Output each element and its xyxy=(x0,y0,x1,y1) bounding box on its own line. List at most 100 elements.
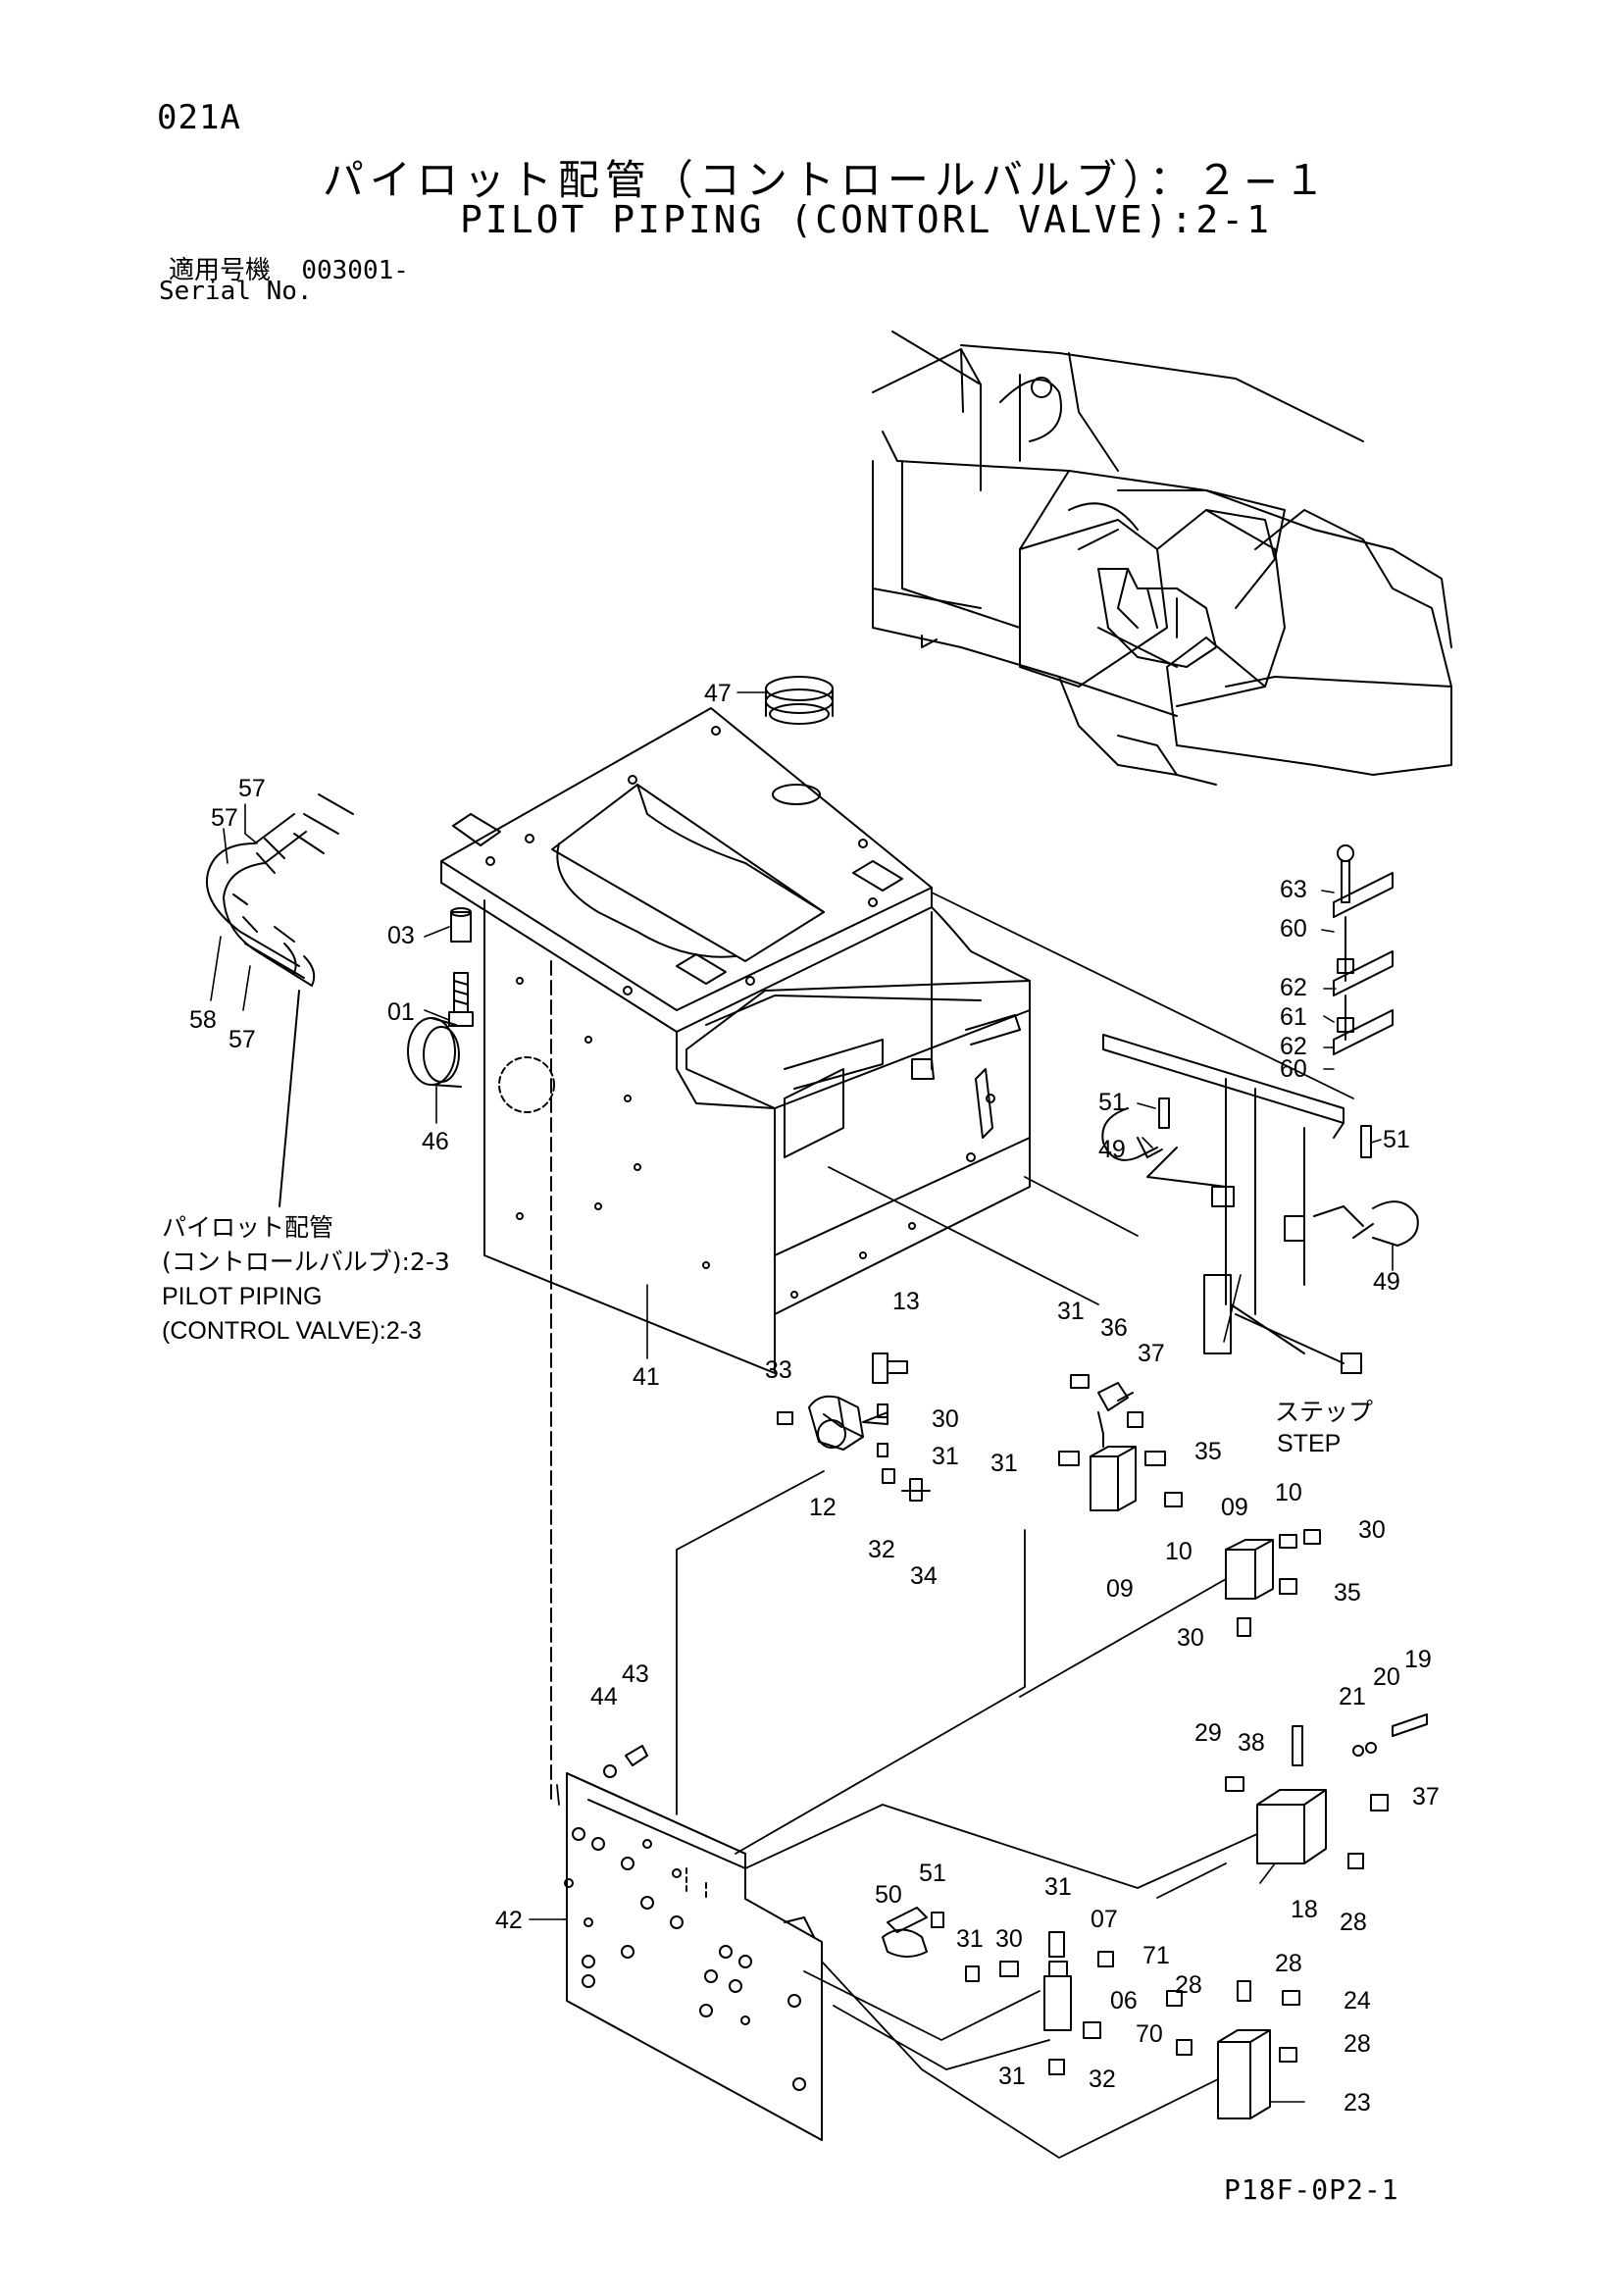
callout-71: 71 xyxy=(1142,1942,1170,1969)
valve-18-group xyxy=(1225,1713,1428,1869)
callout-32a: 32 xyxy=(868,1536,895,1563)
reference-note: パイロット配管 (コントロールバルブ):2-3 PILOT PIPING (CO… xyxy=(162,1213,450,1345)
callout-20: 20 xyxy=(1373,1663,1400,1691)
reference-note-line2: (コントロールバルブ):2-3 xyxy=(162,1248,450,1276)
callout-57c: 57 xyxy=(228,1026,256,1053)
callout-41: 41 xyxy=(633,1363,660,1391)
spacer-03 xyxy=(450,907,472,943)
callout-49b: 49 xyxy=(1373,1268,1400,1296)
page-title-jp: パイロット配管（コントロールバルブ）：２−１ xyxy=(322,156,1332,204)
callout-31b: 31 xyxy=(1057,1298,1085,1325)
box-assembly xyxy=(440,707,1031,1806)
valve-09-group xyxy=(1058,1374,1183,1511)
callout-31f: 31 xyxy=(998,2063,1026,2090)
callout-37a: 37 xyxy=(1138,1340,1165,1367)
page-title-en: PILOT PIPING (CONTORL VALVE):2-1 xyxy=(459,198,1273,241)
callout-19: 19 xyxy=(1404,1646,1432,1673)
callout-32b: 32 xyxy=(1089,2066,1116,2093)
block-23-group xyxy=(1217,1980,1300,2119)
bracket-set xyxy=(1101,844,1419,1354)
valve-12-group xyxy=(777,1352,931,1502)
hose-assembly xyxy=(206,793,354,987)
serial-number: 003001- xyxy=(301,256,409,285)
callout-46: 46 xyxy=(422,1128,449,1155)
callout-36: 36 xyxy=(1100,1314,1128,1342)
callout-09b: 09 xyxy=(1221,1494,1248,1521)
callout-35b: 35 xyxy=(1334,1579,1361,1607)
callout-10b: 10 xyxy=(1275,1479,1302,1506)
callout-10a: 10 xyxy=(1165,1538,1193,1565)
bolt-43 xyxy=(603,1745,648,1778)
callout-18: 18 xyxy=(1291,1896,1318,1923)
serial-label-en: Serial No. xyxy=(159,277,313,306)
callout-28c: 28 xyxy=(1275,1950,1302,1977)
callout-12: 12 xyxy=(809,1494,837,1521)
callout-60b: 60 xyxy=(1280,1055,1307,1083)
callout-23: 23 xyxy=(1344,2089,1371,2117)
callout-28d: 28 xyxy=(1344,2030,1371,2058)
reference-note-line3: PILOT PIPING xyxy=(162,1283,322,1310)
machine-context-view xyxy=(872,331,1452,786)
valve-06-group xyxy=(965,1931,1193,2075)
cap-47 xyxy=(765,676,834,725)
callout-31a: 31 xyxy=(932,1443,959,1470)
callout-37b: 37 xyxy=(1412,1783,1440,1811)
grommet-46 xyxy=(407,1017,462,1088)
bolt-01 xyxy=(448,972,474,1027)
callout-62b: 62 xyxy=(1280,1033,1307,1060)
callout-leaders xyxy=(210,691,1394,2103)
callout-step-en: STEP xyxy=(1277,1430,1341,1457)
callout-61: 61 xyxy=(1280,1003,1307,1031)
reference-note-line4: (CONTROL VALVE):2-3 xyxy=(162,1317,422,1345)
callout-31c: 31 xyxy=(990,1450,1018,1477)
callout-30a: 30 xyxy=(932,1405,959,1433)
drawing-number: P18F-0P2-1 xyxy=(1224,2173,1399,2206)
callout-31d: 31 xyxy=(1044,1873,1072,1901)
callout-28a: 28 xyxy=(1340,1909,1367,1936)
callout-step-jp: ステップ xyxy=(1275,1398,1373,1426)
callout-51b: 51 xyxy=(1383,1126,1410,1153)
callout-38: 38 xyxy=(1238,1729,1265,1757)
callout-50: 50 xyxy=(875,1881,902,1909)
reference-note-line1: パイロット配管 xyxy=(162,1213,333,1242)
callout-30c: 30 xyxy=(1177,1624,1204,1652)
callout-51a: 51 xyxy=(1098,1089,1126,1116)
callout-43: 43 xyxy=(622,1660,649,1688)
callout-34: 34 xyxy=(910,1562,938,1590)
callout-63: 63 xyxy=(1280,876,1307,903)
callout-57b: 57 xyxy=(211,804,238,832)
callout-21: 21 xyxy=(1339,1683,1366,1710)
callout-13: 13 xyxy=(892,1288,920,1315)
reference-leader xyxy=(279,990,300,1207)
page-code: 021A xyxy=(157,98,241,137)
callout-29: 29 xyxy=(1194,1719,1222,1747)
callout-70: 70 xyxy=(1136,2020,1163,2048)
serial-label-jp: 適用号機 xyxy=(169,256,272,285)
callout-03: 03 xyxy=(387,922,415,949)
callout-30b: 30 xyxy=(1358,1516,1386,1544)
callout-06: 06 xyxy=(1110,1987,1138,2015)
callout-62a: 62 xyxy=(1280,974,1307,1001)
callout-33: 33 xyxy=(765,1356,792,1384)
callout-30d: 30 xyxy=(995,1925,1023,1953)
callout-31e: 31 xyxy=(956,1925,984,1953)
callout-35a: 35 xyxy=(1194,1438,1222,1465)
callout-60a: 60 xyxy=(1280,915,1307,943)
callout-09a: 09 xyxy=(1106,1575,1134,1603)
piping-lines xyxy=(556,892,1354,2159)
callout-28b: 28 xyxy=(1175,1971,1202,1999)
serial-line-jp: 適用号機 003001- xyxy=(169,250,409,286)
plate-42 xyxy=(564,1772,823,2141)
callout-49a: 49 xyxy=(1098,1136,1126,1163)
callout-42: 42 xyxy=(495,1907,523,1934)
step-bolt xyxy=(1235,1313,1362,1374)
part-50 xyxy=(882,1907,944,1958)
callout-47: 47 xyxy=(704,680,732,707)
callout-44: 44 xyxy=(590,1683,618,1710)
callout-57a: 57 xyxy=(238,775,266,802)
callout-07: 07 xyxy=(1091,1906,1118,1933)
callout-51c: 51 xyxy=(919,1860,946,1887)
valve-09b-group xyxy=(1225,1529,1321,1637)
callout-58: 58 xyxy=(189,1006,217,1034)
